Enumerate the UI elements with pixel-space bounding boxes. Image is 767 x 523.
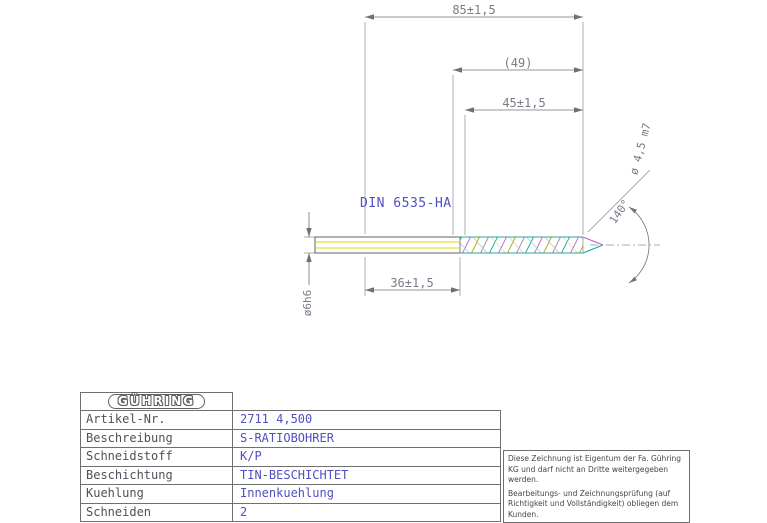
din-standard-label: DIN 6535-HA bbox=[360, 196, 452, 211]
table-row-artikel: Artikel-Nr. 2711 4,500 bbox=[80, 410, 501, 430]
dim-36: 36±1,5 bbox=[390, 276, 434, 290]
row-value: TIN-BESCHICHTET bbox=[240, 467, 349, 482]
table-row-schneidstoff: Schneidstoff K/P bbox=[80, 447, 501, 467]
table-row-beschreibung: Beschreibung S-RATIOBOHRER bbox=[80, 428, 501, 448]
dim-45: 45±1,5 bbox=[502, 96, 546, 110]
row-value: K/P bbox=[240, 449, 262, 463]
table-row-beschichtung: Beschichtung TIN-BESCHICHTET bbox=[80, 465, 501, 485]
row-value: S-RATIOBOHRER bbox=[240, 430, 334, 445]
guehring-logo: GÜHRING bbox=[107, 394, 206, 409]
row-label: Schneidstoff bbox=[81, 448, 233, 466]
row-label: Beschreibung bbox=[81, 429, 233, 447]
dim-shank-diameter: ø6h6 bbox=[301, 289, 314, 317]
logo-box: GÜHRING bbox=[80, 392, 233, 411]
table-row-schneiden: Schneiden 2 bbox=[80, 502, 501, 522]
row-label: Beschichtung bbox=[81, 466, 233, 484]
row-value: 2 bbox=[240, 504, 248, 519]
disclaimer-box: Diese Zeichnung ist Eigentum der Fa. Güh… bbox=[503, 450, 690, 523]
disclaimer-review: Bearbeitungs- und Zeichnungsprüfung (auf… bbox=[508, 488, 679, 519]
dim-total-length: 85±1,5 bbox=[452, 3, 496, 17]
row-label: Artikel-Nr. bbox=[81, 411, 233, 429]
title-block: GÜHRING Artikel-Nr. 2711 4,500 Beschreib… bbox=[80, 392, 501, 522]
dim-flute-ref: (49) bbox=[503, 56, 533, 70]
row-value: 2711 4,500 bbox=[240, 412, 313, 426]
row-value: Innenkuehlung bbox=[240, 486, 334, 500]
row-label: Schneiden bbox=[81, 503, 233, 521]
disclaimer-ownership: Diese Zeichnung ist Eigentum der Fa. Güh… bbox=[508, 454, 681, 484]
row-label: Kuehlung bbox=[81, 485, 233, 503]
table-row-kuehlung: Kuehlung Innenkuehlung bbox=[80, 484, 501, 504]
